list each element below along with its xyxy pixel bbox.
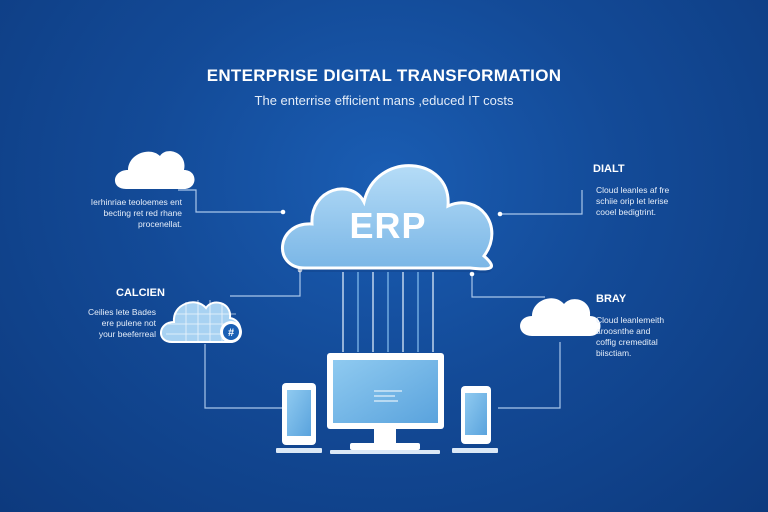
tablet-icon bbox=[276, 383, 322, 453]
description-line: coffig cremedital bbox=[596, 337, 658, 347]
description-line: Ierhinriae teoloemes ent bbox=[90, 197, 182, 207]
left-mid-description: Ceilies lete Bades ere pulene not your b… bbox=[36, 307, 156, 340]
cloud-icon bbox=[114, 151, 195, 189]
left-mid-label: CALCIEN bbox=[116, 287, 165, 299]
left-top-description: Ierhinriae teoloemes ent becting ret red… bbox=[40, 197, 182, 230]
connector-right-mid bbox=[471, 274, 545, 298]
description-line: Cloud leanlemeith bbox=[596, 315, 665, 325]
connector-left-device bbox=[204, 344, 283, 409]
erp-cloud-icon bbox=[280, 164, 494, 273]
description-line: schiie orip let lerise bbox=[596, 196, 669, 206]
connector-right-top bbox=[500, 190, 583, 215]
bus-lines bbox=[342, 272, 434, 352]
description-line: ere pulene not bbox=[101, 318, 156, 328]
svg-text:#: # bbox=[228, 327, 234, 339]
right-mid-label: BRAY bbox=[596, 293, 627, 305]
page-title: ENTERPRISE DIGITAL TRANSFORMATION bbox=[206, 66, 562, 85]
description-line: procenellat. bbox=[138, 219, 182, 229]
hub-label: ERP bbox=[349, 205, 426, 246]
connector-left-top bbox=[178, 189, 283, 213]
right-top-description: Cloud leanles af fre schiie orip let ler… bbox=[596, 185, 726, 218]
page-subtitle: The enterrise efficient mans ,educed IT … bbox=[254, 93, 514, 108]
description-line: aroosnthe and bbox=[596, 326, 651, 336]
description-line: biisctiam. bbox=[596, 348, 632, 358]
description-line: Ceilies lete Bades bbox=[87, 307, 156, 317]
description-line: becting ret red rhane bbox=[103, 208, 182, 218]
phone-icon bbox=[452, 386, 498, 453]
hash-badge-icon: # bbox=[220, 321, 242, 343]
connector-left-mid bbox=[230, 270, 301, 297]
connector-lines bbox=[178, 189, 583, 409]
description-line: your beeferreal bbox=[98, 329, 156, 339]
description-line: cooel bedigtrint. bbox=[596, 207, 657, 217]
cloud-icon-right bbox=[520, 298, 601, 336]
description-line: Cloud leanles af fre bbox=[596, 185, 670, 195]
right-top-label: DIALT bbox=[593, 163, 625, 175]
monitor-icon bbox=[327, 353, 444, 454]
connector-right-device bbox=[498, 342, 561, 409]
right-mid-description: Cloud leanlemeith aroosnthe and coffig c… bbox=[596, 315, 726, 359]
